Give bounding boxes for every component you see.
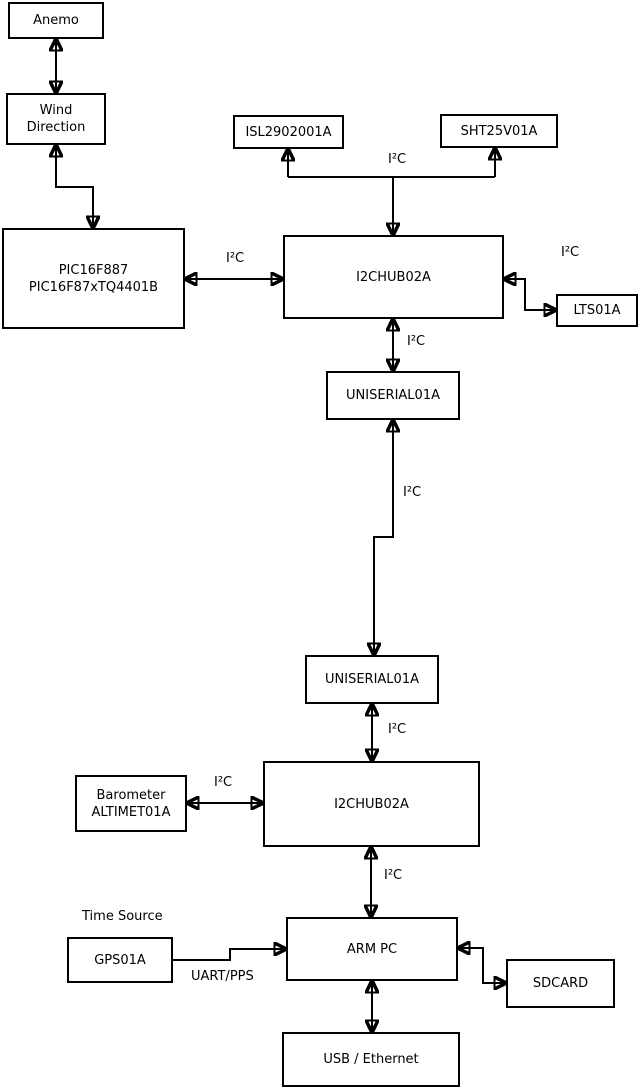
node-i2chub02a-top: I2CHUB02A	[283, 235, 504, 319]
edge-label-hub2-armpc-i2c: I²C	[384, 868, 403, 883]
node-pic16f887-label-line1: PIC16F887	[58, 262, 129, 278]
edge-label-pic-hub1-i2c: I²C	[226, 251, 245, 266]
node-i2chub02a-top-label: I2CHUB02A	[356, 269, 431, 285]
edge-label-barometer-hub2-i2c: I²C	[214, 775, 233, 790]
node-i2chub02a-bottom-label: I2CHUB02A	[334, 796, 409, 812]
edge-gps-armpc	[173, 949, 286, 961]
node-barometer-altimet01a: Barometer ALTIMET01A	[75, 775, 187, 832]
node-sdcard-label: SDCARD	[532, 976, 589, 991]
node-arm-pc-label: ARM PC	[346, 941, 398, 957]
edge-armpc-sdcard	[458, 948, 506, 983]
node-uniserial01a-top: UNISERIAL01A	[326, 371, 460, 420]
node-lts01a: LTS01A	[556, 294, 638, 327]
node-isl2902001a-label: ISL2902001A	[245, 124, 332, 140]
node-arm-pc: ARM PC	[286, 917, 458, 981]
node-i2chub02a-bottom: I2CHUB02A	[263, 761, 480, 847]
edge-label-bus-i2c: I²C	[388, 152, 407, 167]
node-gps01a: GPS01A	[67, 937, 173, 983]
edge-label-hub1-uniserial1-i2c: I²C	[407, 334, 426, 349]
node-barometer-label-line2: ALTIMET01A	[91, 804, 171, 820]
edge-label-uniserial1-uniserial2-i2c: I²C	[403, 485, 422, 500]
node-wind-direction-label-line1: Wind	[39, 103, 73, 118]
node-uniserial01a-bottom: UNISERIAL01A	[305, 655, 439, 704]
node-barometer-label-line1: Barometer	[96, 787, 166, 803]
node-isl2902001a: ISL2902001A	[233, 115, 344, 149]
edge-label-uniserial2-hub2-i2c: I²C	[388, 722, 407, 737]
node-sdcard: SDCARD	[506, 959, 615, 1008]
node-anemo-label: Anemo	[33, 13, 79, 28]
node-sht25v01a-label: SHT25V01A	[460, 123, 538, 139]
edge-label-hub1-lts-i2c: I²C	[561, 245, 580, 260]
node-anemo: Anemo	[8, 2, 104, 39]
node-usb-ethernet-label: USB / Ethernet	[323, 1052, 419, 1067]
node-sht25v01a: SHT25V01A	[440, 114, 558, 148]
node-pic16f887: PIC16F887 PIC16F87xTQ4401B	[2, 228, 185, 329]
node-gps01a-label: GPS01A	[94, 952, 146, 968]
node-uniserial01a-top-label: UNISERIAL01A	[346, 388, 440, 403]
edge-label-uart-pps: UART/PPS	[191, 969, 254, 984]
edge-label-time-source: Time Source	[82, 909, 163, 924]
node-uniserial01a-bottom-label: UNISERIAL01A	[325, 672, 419, 687]
edge-hub1-lts	[504, 279, 556, 310]
edge-wind-pic	[56, 145, 93, 228]
node-pic16f887-label-line2: PIC16F87xTQ4401B	[28, 279, 159, 295]
node-usb-ethernet: USB / Ethernet	[282, 1032, 460, 1087]
edge-uniserial1-uniserial2	[374, 420, 393, 655]
node-lts01a-label: LTS01A	[573, 303, 621, 318]
node-wind-direction: Wind Direction	[6, 93, 106, 145]
node-wind-direction-label-line2: Direction	[26, 120, 86, 135]
